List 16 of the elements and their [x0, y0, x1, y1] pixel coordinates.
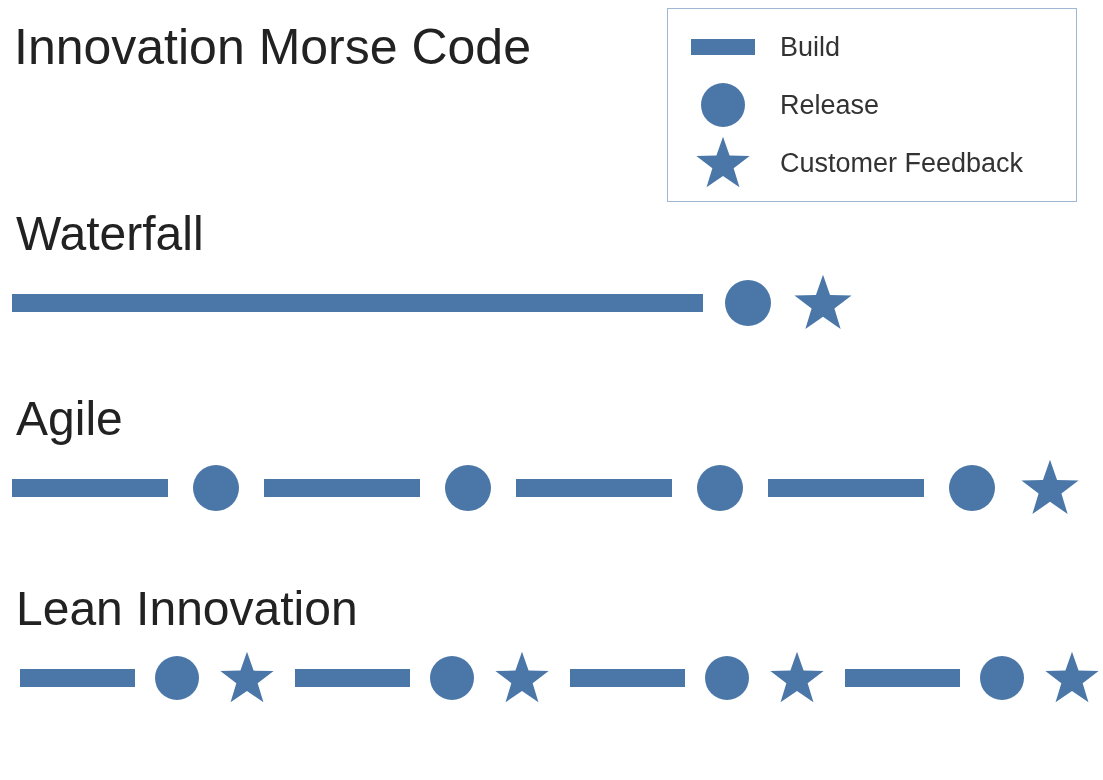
- bar-shape: [295, 669, 410, 687]
- legend-label: Build: [780, 30, 841, 64]
- row-heading: Agile: [16, 391, 123, 447]
- title: Innovation Morse Code: [14, 22, 531, 72]
- legend-label: Customer Feedback: [780, 146, 1024, 180]
- bar-shape: [12, 294, 703, 312]
- bar-shape: [264, 479, 420, 497]
- bar-shape: [20, 669, 135, 687]
- bar-shape: [768, 479, 924, 497]
- bar-shape: [516, 479, 672, 497]
- bar-shape: [570, 669, 685, 687]
- bar-shape: [12, 479, 168, 497]
- legend-label: Release: [780, 88, 880, 122]
- row-heading: Waterfall: [16, 206, 204, 262]
- row-heading: Lean Innovation: [16, 581, 358, 637]
- bar-shape: [845, 669, 960, 687]
